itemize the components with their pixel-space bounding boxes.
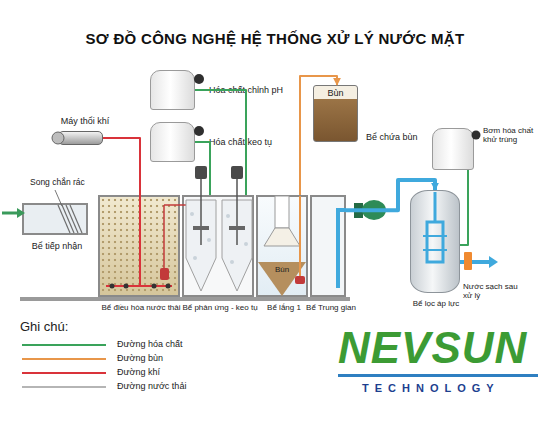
mixer-motor: [231, 166, 243, 179]
tank-content-label: Bùn: [314, 88, 357, 98]
equalization-tank: Bể điều hòa nước thải: [98, 195, 180, 297]
pipe-connector: [460, 170, 468, 245]
sludge-tank: BùnBể chứa bùn: [313, 85, 358, 142]
legend-line-sample: [22, 386, 106, 388]
tank-label: Bể Trung gian: [300, 303, 362, 312]
legend-line-sample: [22, 344, 106, 346]
reaction-tank: Bể phản ứng - keo tụ: [182, 195, 254, 297]
company-logo-text: NEVSUN: [338, 326, 527, 370]
air-blower: Máy thổi khí: [58, 131, 103, 145]
pipe-connector: [195, 142, 210, 195]
legend-heading: Ghi chú:: [20, 320, 68, 335]
chemical-tank: Hóa chất keo tụ: [150, 122, 195, 162]
pipe-connector: [103, 138, 140, 195]
diagram-title: SƠ ĐỒ CÔNG NGHỆ HỆ THỐNG XỬ LÝ NƯỚC MẶT: [0, 30, 550, 47]
pump-motor: [354, 203, 363, 218]
tank-label: Bể phản ứng - keo tụ: [170, 303, 270, 312]
outlet-arrowhead: [489, 256, 498, 268]
tank-label: Bể tiếp nhận: [24, 241, 90, 251]
legend-text: Đường bùn: [117, 353, 163, 363]
tank-label: Bể chứa bùn: [366, 132, 436, 142]
tank-label: Bơm hóa chất khử trùng: [483, 126, 545, 144]
tank-content-label: Bùn: [270, 265, 294, 274]
chemical-tank: Bơm hóa chất khử trùng: [432, 128, 474, 170]
tank-label: Bể lắng 1: [254, 303, 314, 312]
tank-label: Hóa chất keo tụ: [209, 137, 304, 147]
disinfectant-injector: [464, 252, 472, 270]
inflow-pipe: [2, 212, 17, 215]
tank-label: Máy thổi khí: [45, 116, 125, 126]
settling-tank: BùnBể lắng 1: [256, 195, 308, 297]
legend-text: Đường khí: [117, 367, 160, 377]
receiving-tank: Bể tiếp nhận: [22, 203, 88, 235]
callout-label: Song chắn rác: [30, 178, 85, 188]
pressure-filter: Bể lọc áp lực: [410, 190, 460, 293]
transfer-pump: [362, 200, 386, 220]
logo-rule: [338, 374, 538, 377]
mixer-motor: [195, 166, 207, 179]
company-logo-text: TECHNOLOGY: [362, 382, 500, 395]
legend-text: Đường hóa chất: [117, 339, 182, 349]
legend-text: Đường nước thải: [117, 381, 186, 391]
tank-base-slab: [20, 297, 350, 301]
callout-label: Nước sạch sau xử lý: [463, 282, 521, 300]
dosing-pump: [194, 74, 204, 84]
tank-label: Hóa chất chỉnh pH: [209, 85, 304, 95]
legend-line-sample: [22, 372, 106, 374]
tank-label: Bể lọc áp lực: [399, 299, 473, 308]
dosing-pump: [194, 126, 204, 136]
outlet-pipe: [460, 260, 489, 264]
chemical-tank: Hóa chất chỉnh pH: [150, 70, 195, 110]
intermediate-tank: Bể Trung gian: [310, 195, 346, 297]
legend-line-sample: [22, 358, 106, 360]
tank-label: Bể điều hòa nước thải: [90, 303, 192, 312]
